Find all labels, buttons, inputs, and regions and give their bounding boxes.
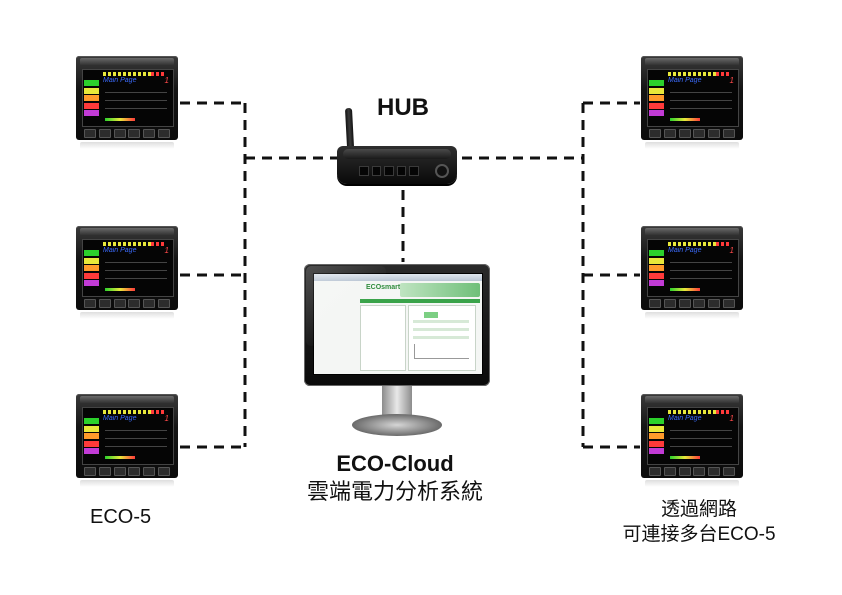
cloud-subtitle: 雲端電力分析系統 bbox=[306, 479, 483, 504]
meter-left-3: Main Page 1 bbox=[76, 394, 178, 489]
meter-page-number: 1 bbox=[164, 76, 169, 85]
meter-right-3: Main Page 1 bbox=[641, 394, 743, 489]
right-caption-line1: 透過網路 bbox=[660, 499, 737, 520]
cloud-monitor: ECOsmart bbox=[304, 264, 490, 440]
meter-screen: Main Page 1 bbox=[647, 239, 739, 297]
meter-screen-title: Main Page bbox=[668, 247, 702, 254]
meter-screen: Main Page 1 bbox=[82, 239, 174, 297]
meter-screen: Main Page 1 bbox=[82, 69, 174, 127]
meter-page-number: 1 bbox=[729, 414, 734, 423]
router-body bbox=[337, 146, 457, 184]
meter-page-number: 1 bbox=[164, 246, 169, 255]
meter-keys bbox=[649, 467, 735, 476]
web-app-data-panel bbox=[408, 305, 476, 371]
meter-right-1: Main Page 1 bbox=[641, 56, 743, 151]
meter-left-1: Main Page 1 bbox=[76, 56, 178, 151]
meter-screen-title: Main Page bbox=[103, 77, 137, 84]
meter-keys bbox=[649, 129, 735, 138]
meter-page-number: 1 bbox=[164, 414, 169, 423]
meter-page-number: 1 bbox=[729, 76, 734, 85]
web-app-logo: ECOsmart bbox=[366, 284, 401, 291]
left-caption: ECO-5 bbox=[90, 506, 152, 528]
monitor-screen: ECOsmart bbox=[313, 273, 483, 375]
meter-keys bbox=[649, 299, 735, 308]
web-app-indicator bbox=[424, 312, 438, 318]
meter-left-2: Main Page 1 bbox=[76, 226, 178, 321]
cloud-title: ECO-Cloud bbox=[336, 451, 454, 476]
meter-screen-title: Main Page bbox=[668, 77, 702, 84]
meter-right-2: Main Page 1 bbox=[641, 226, 743, 321]
meter-page-number: 1 bbox=[729, 246, 734, 255]
hub-label: HUB bbox=[377, 94, 429, 121]
monitor-bezel: ECOsmart bbox=[304, 264, 490, 386]
router-ports bbox=[359, 166, 419, 176]
web-app-tree-panel bbox=[360, 305, 406, 371]
meter-screen-title: Main Page bbox=[103, 247, 137, 254]
monitor-stand-base bbox=[352, 414, 442, 436]
meter-keys bbox=[84, 299, 170, 308]
right-caption-line2: 可連接多台ECO-5 bbox=[622, 524, 776, 545]
web-app-chart bbox=[414, 344, 469, 359]
meter-keys bbox=[84, 129, 170, 138]
meter-screen: Main Page 1 bbox=[647, 69, 739, 127]
meter-screen-title: Main Page bbox=[668, 415, 702, 422]
meter-screen: Main Page 1 bbox=[647, 407, 739, 465]
meter-keys bbox=[84, 467, 170, 476]
web-app-banner bbox=[400, 283, 480, 297]
meter-screen: Main Page 1 bbox=[82, 407, 174, 465]
browser-toolbar bbox=[314, 274, 482, 281]
meter-screen-title: Main Page bbox=[103, 415, 137, 422]
power-icon bbox=[435, 164, 449, 178]
web-app-nav bbox=[360, 299, 480, 303]
hub-router bbox=[337, 107, 457, 188]
